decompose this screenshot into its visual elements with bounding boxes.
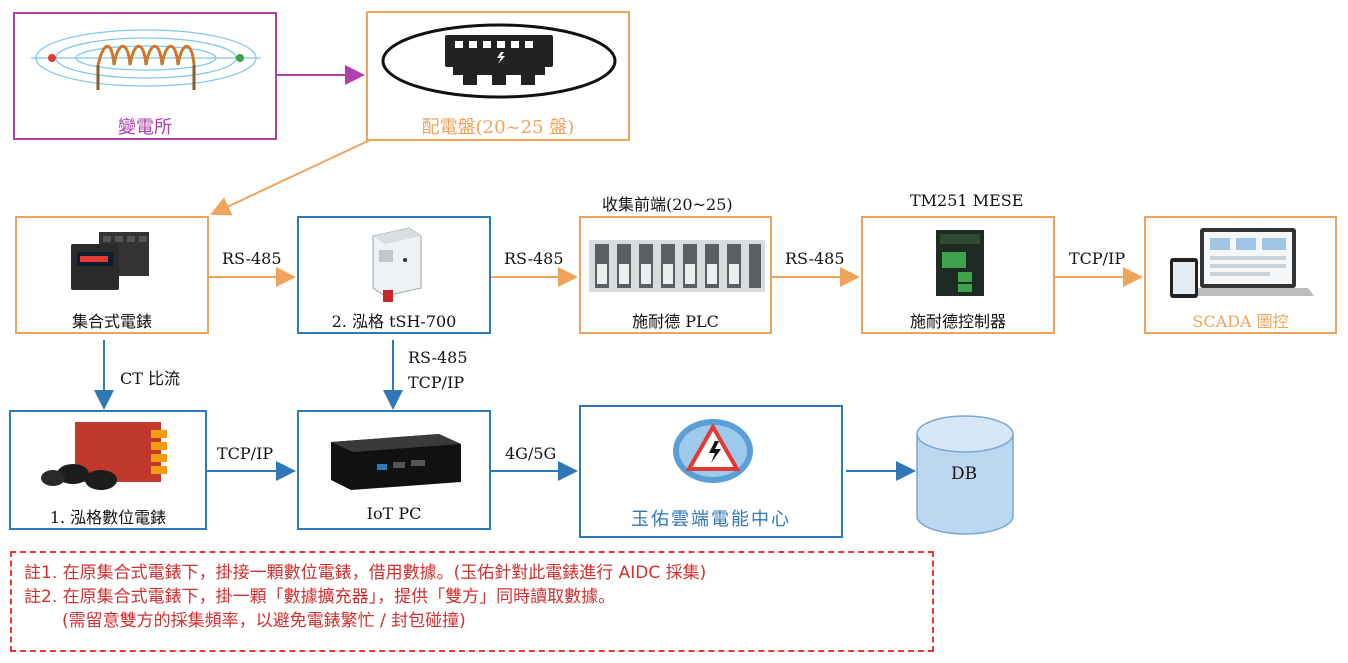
node-digital-meter: 1. 泓格數位電錶	[9, 410, 207, 530]
node-plc: 施耐德 PLC	[579, 216, 772, 334]
node-substation: 變電所	[13, 12, 277, 140]
plc-top-label: 收集前端(20~25)	[602, 195, 733, 214]
node-cloud: 玉佑雲端電能中心	[579, 405, 843, 538]
edge-label-rs485-tcp-2: TCP/IP	[408, 373, 465, 392]
edge-label-rs485-b: RS-485	[504, 249, 564, 268]
magnetic-coil-icon	[31, 29, 261, 90]
substation-label: 變電所	[118, 117, 172, 138]
database-icon	[916, 415, 1014, 535]
tsh700-label: 2. 泓格 tSH-700	[331, 312, 457, 331]
power-meter-icon	[71, 232, 149, 290]
controller-top-label: TM251 MESE	[910, 191, 1024, 210]
node-iot-pc: IoT PC	[297, 410, 491, 530]
edge-label-rs485-tcp-1: RS-485	[408, 348, 468, 367]
switchboard-icon	[381, 23, 617, 99]
edge-label-ct: CT 比流	[120, 369, 181, 388]
meter-label: 集合式電錶	[71, 312, 152, 331]
controller-label: 施耐德控制器	[909, 312, 1006, 331]
node-meter: 集合式電錶	[15, 216, 209, 334]
node-tsh700: 2. 泓格 tSH-700	[297, 216, 491, 334]
edge-label-rs485-c: RS-485	[785, 249, 845, 268]
edge-label-tcpip-scada: TCP/IP	[1069, 249, 1126, 268]
plc-rack-icon	[589, 240, 765, 292]
node-panel: 配電盤(20~25 盤)	[366, 11, 630, 141]
node-controller: 施耐德控制器	[861, 216, 1055, 334]
digital-meter-icon	[41, 422, 167, 490]
plc-label: 施耐德 PLC	[632, 312, 719, 331]
digital-meter-label: 1. 泓格數位電錶	[49, 508, 167, 527]
controller-icon	[936, 230, 984, 296]
globe-warning-icon	[673, 419, 753, 483]
mini-pc-icon	[331, 434, 461, 490]
cloud-label: 玉佑雲端電能中心	[631, 509, 791, 530]
serial-module-icon	[372, 227, 422, 302]
note-2: 註2. 在原集合式電錶下，掛一顆「數據擴充器」，提供「雙方」同時讀取數據。	[24, 587, 616, 607]
iot-pc-label: IoT PC	[366, 504, 422, 523]
notes-box: 註1. 在原集合式電錶下，掛接一顆數位電錶，借用數據。(玉佑針對此電錶進行 AI…	[10, 551, 934, 652]
note-3: (需留意雙方的採集頻率，以避免電錶繁忙 / 封包碰撞)	[62, 611, 466, 631]
node-scada: SCADA 圖控	[1144, 216, 1337, 334]
panel-label: 配電盤(20~25 盤)	[421, 117, 575, 138]
laptop-dashboard-icon	[1170, 228, 1314, 298]
edge-panel-meter	[210, 139, 371, 216]
note-1: 註1. 在原集合式電錶下，掛接一顆數位電錶，借用數據。(玉佑針對此電錶進行 AI…	[24, 563, 707, 583]
db-label: DB	[951, 464, 978, 484]
edge-label-4g5g: 4G/5G	[505, 444, 557, 463]
scada-label: SCADA 圖控	[1192, 312, 1289, 331]
edge-label-rs485-a: RS-485	[222, 249, 282, 268]
edge-label-tcpip-iot: TCP/IP	[217, 444, 274, 463]
